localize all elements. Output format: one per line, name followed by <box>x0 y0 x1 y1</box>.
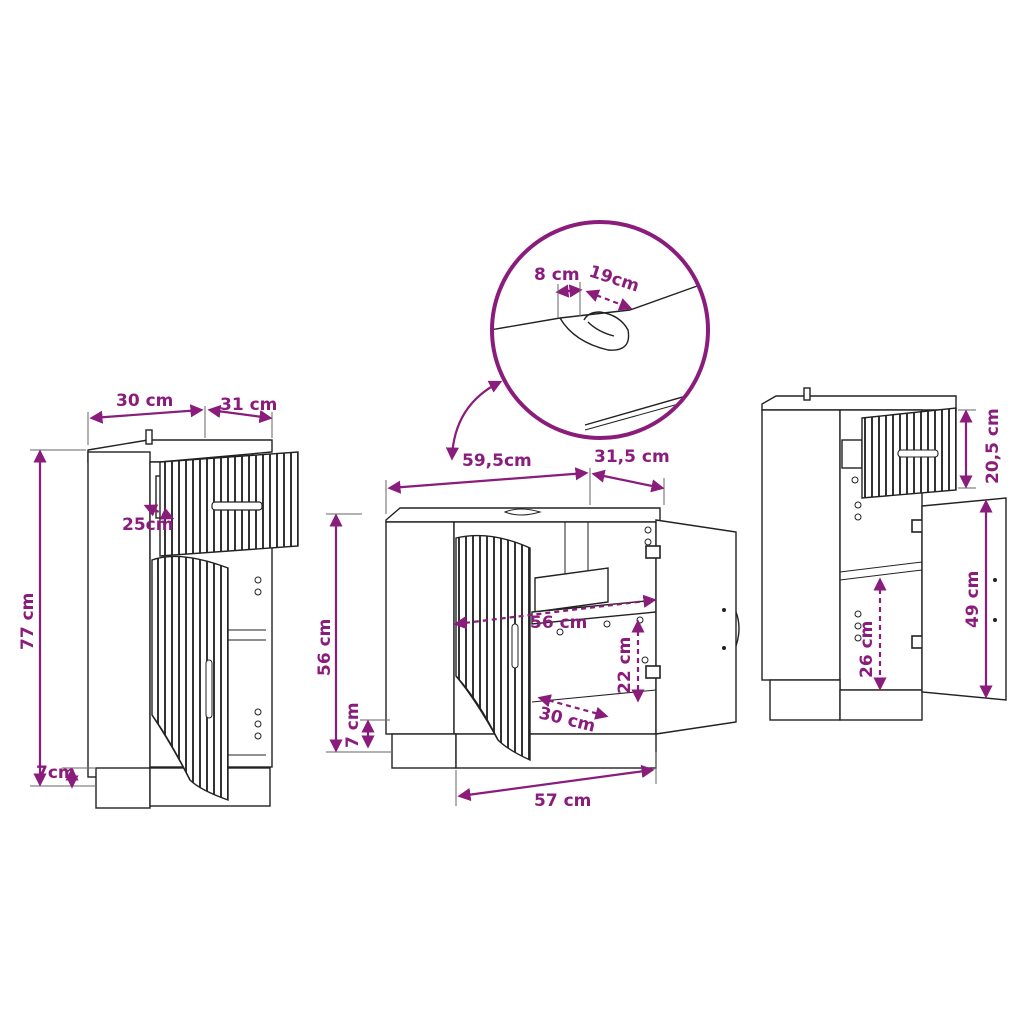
left-drawer-depth-label: 25cm <box>122 515 173 535</box>
right-compartment-height-dimension: 26 cm <box>857 577 887 691</box>
right-door-height-label: 49 cm <box>963 571 983 628</box>
sink-inner-height-dimension: 22 cm <box>615 619 645 703</box>
sink-plinth-label: 7 cm <box>343 702 363 748</box>
left-drawer-depth-dimension: 25cm <box>122 504 175 535</box>
left-depth-label: 31 cm <box>220 395 277 415</box>
cutout-width-label: 8 cm <box>534 265 580 285</box>
right-drawer-height-dimension: 20,5 cm <box>958 408 1003 489</box>
sink-inner-width-label: 56 cm <box>530 613 587 633</box>
left-depth-dimension: 31 cm <box>207 395 277 438</box>
detail-pointer-arrow <box>445 380 503 461</box>
sink-depth-label: 31,5 cm <box>594 447 670 467</box>
sink-width-label: 59,5cm <box>462 451 532 471</box>
sink-base-width-label: 57 cm <box>534 791 591 811</box>
left-plinth-label: 7cm <box>36 763 76 783</box>
left-height-label: 77 cm <box>18 593 38 650</box>
right-door-height-dimension: 49 cm <box>963 499 993 699</box>
sink-inner-height-label: 22 cm <box>615 637 635 694</box>
sink-inner-width-dimension: 56 cm <box>453 594 657 633</box>
left-height-dimension: 77 cm <box>18 449 96 787</box>
sink-width-dimension: 59,5cm <box>385 451 591 514</box>
right-compartment-height-label: 26 cm <box>857 621 877 678</box>
detail-circle: 8 cm 19cm <box>490 220 710 440</box>
right-cabinet <box>761 387 1007 721</box>
left-plinth-dimension: 7cm <box>36 763 96 789</box>
sink-depth-dimension: 31,5 cm <box>591 447 670 505</box>
left-width-label: 30 cm <box>116 391 173 411</box>
right-drawer-height-label: 20,5 cm <box>983 408 1003 484</box>
sink-plinth-dimension: 7 cm <box>343 702 390 749</box>
sink-height-label: 56 cm <box>315 619 335 676</box>
left-cabinet <box>87 429 299 809</box>
sink-base-width-dimension: 57 cm <box>455 752 657 811</box>
sink-height-dimension: 56 cm <box>315 513 392 753</box>
left-width-dimension: 30 cm <box>87 391 206 445</box>
